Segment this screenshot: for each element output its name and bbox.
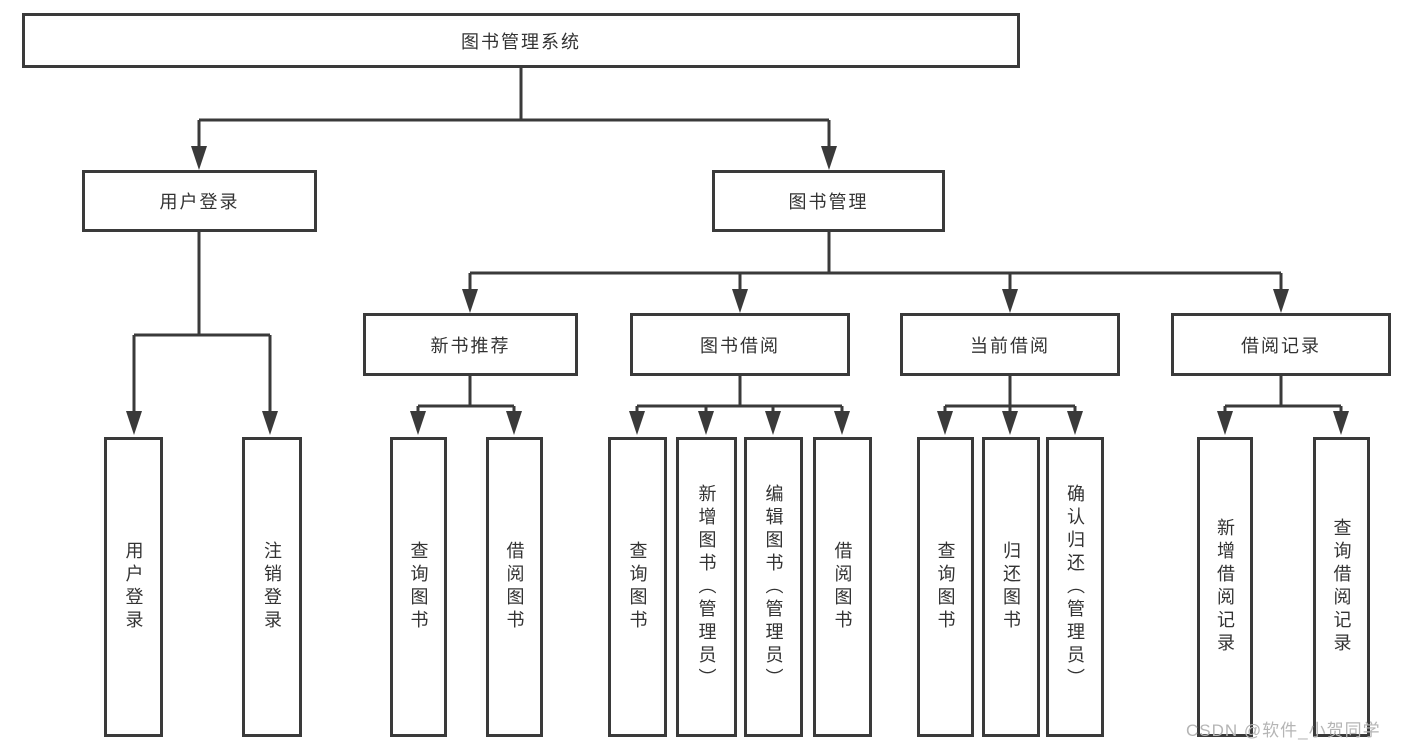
leaf-add-books-admin: 新增图书（管理员） [676,437,737,737]
node-new-book-recommendation: 新书推荐 [363,313,578,376]
leaf-user-login: 用户登录 [104,437,163,737]
arrowheads [126,146,1349,435]
node-borrowing-records: 借阅记录 [1171,313,1391,376]
leaf-add-borrow-record: 新增借阅记录 [1197,437,1253,737]
leaf-edit-books-admin: 编辑图书（管理员） [744,437,803,737]
node-library-management-system: 图书管理系统 [22,13,1020,68]
node-current-borrowing: 当前借阅 [900,313,1120,376]
leaf-confirm-return-admin: 确认归还（管理员） [1046,437,1104,737]
leaf-logout: 注销登录 [242,437,302,737]
leaf-borrow-books: 借阅图书 [813,437,872,737]
leaf-query-books-current: 查询图书 [917,437,974,737]
connector-shafts [132,68,1343,415]
leaf-query-borrow-record: 查询借阅记录 [1313,437,1370,737]
node-book-management-branch: 图书管理 [712,170,945,232]
leaf-query-books-recommendation: 查询图书 [390,437,447,737]
node-book-borrowing: 图书借阅 [630,313,850,376]
leaf-borrow-books-recommendation: 借阅图书 [486,437,543,737]
leaf-return-books: 归还图书 [982,437,1040,737]
watermark: CSDN @软件_小贺同学 [1186,721,1381,740]
node-user-login-branch: 用户登录 [82,170,317,232]
leaf-query-books-borrowing: 查询图书 [608,437,667,737]
